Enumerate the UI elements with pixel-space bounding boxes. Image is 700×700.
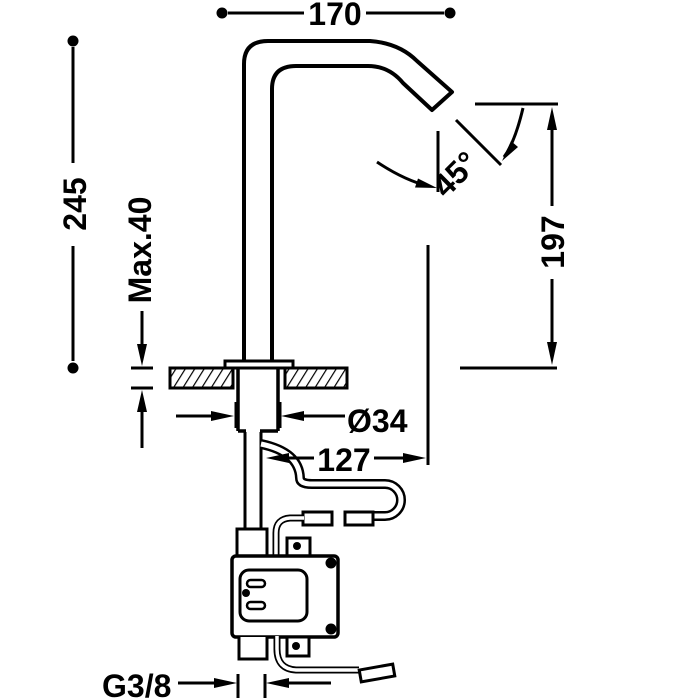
dim-label-inlet-thread: G3/8 — [102, 668, 171, 700]
cable-connector-right — [343, 510, 375, 527]
dim-outlet-angle: 45° — [376, 107, 525, 204]
below-deck-assembly — [230, 368, 406, 684]
dim-outlet-offset: 127 — [266, 245, 430, 478]
mounting-shank — [236, 368, 280, 433]
dim-label-total-height: 245 — [57, 177, 93, 230]
deck-section-left — [168, 366, 235, 390]
angle-outlet-reference — [454, 118, 503, 167]
dim-total-height: 245 — [57, 35, 93, 374]
dim-label-outlet-offset: 127 — [317, 442, 370, 478]
mounting-flange — [223, 359, 295, 370]
cable-tab-lower-screw — [292, 642, 300, 650]
panel-screw — [242, 589, 250, 597]
power-cable — [273, 636, 359, 674]
dim-label-deck-thickness: Max.40 — [122, 197, 158, 304]
box-screw-bottom — [325, 623, 337, 635]
dim-deck-thickness: Max.40 — [122, 197, 158, 448]
panel-slot-bottom — [245, 600, 267, 611]
faucet-body — [223, 39, 454, 370]
cable-tab-upper-screw — [293, 542, 301, 550]
deck-section-right — [283, 366, 349, 390]
power-cable-connector — [357, 662, 397, 684]
dim-label-outlet-height: 197 — [535, 215, 571, 268]
dim-label-outlet-angle: 45° — [425, 144, 485, 204]
cable-connector-left — [301, 510, 334, 527]
dim-spout-reach: 170 — [216, 0, 456, 32]
inlet-stub — [237, 637, 269, 661]
dim-label-shank-diameter: Ø34 — [347, 403, 408, 439]
dimensions: 170 245 Max.40 45° — [57, 0, 571, 700]
dim-outlet-height: 197 — [460, 102, 571, 370]
flex-hose — [259, 439, 406, 521]
spout-outline — [242, 39, 454, 362]
sensor-cable-upper — [272, 514, 304, 557]
control-box-panel — [238, 568, 309, 623]
dim-inlet-thread: G3/8 — [102, 668, 331, 700]
supply-tube — [243, 432, 263, 529]
panel-slot-top — [245, 578, 267, 589]
tube-connector — [235, 527, 269, 558]
box-screw-top — [325, 557, 337, 569]
dim-shank-diameter: Ø34 — [176, 402, 408, 439]
countertop — [168, 366, 349, 390]
dim-label-spout-reach: 170 — [308, 0, 361, 32]
